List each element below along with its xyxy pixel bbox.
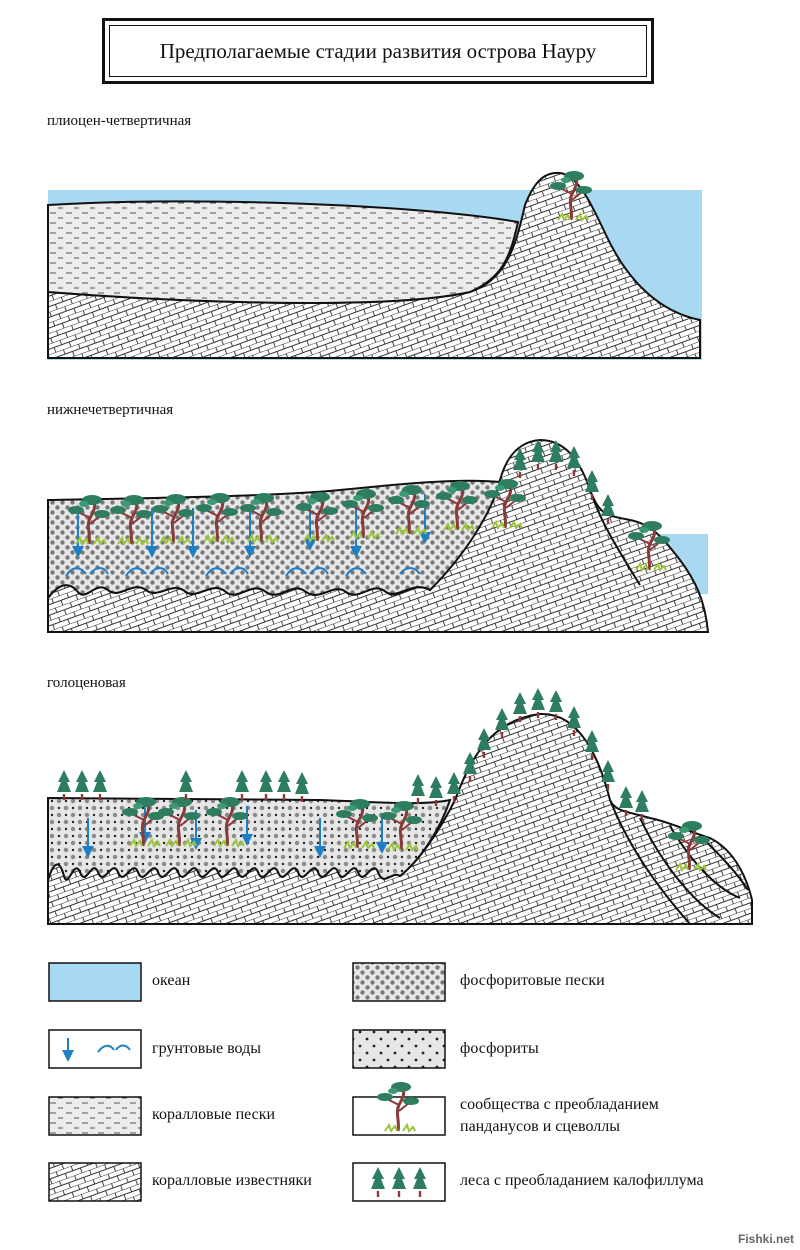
legend <box>48 962 446 1202</box>
watermark: Fishki.net <box>737 1232 794 1246</box>
phosphorite-layer <box>47 796 452 881</box>
legend-label-phosphorite: фосфориты <box>460 1040 539 1057</box>
calophyllum-tree-icon <box>75 770 89 800</box>
legend-swatch-phosphorite <box>352 1029 446 1069</box>
calophyllum-tree-icon <box>259 770 273 800</box>
legend-label-ocean: океан <box>152 972 191 989</box>
legend-label-phosphorite-sand: фосфоритовые пески <box>460 972 605 989</box>
stage-3-cross-section <box>47 688 753 925</box>
legend-label-coral-sand: коралловые пески <box>152 1106 276 1123</box>
groundwater-arrows <box>82 804 388 858</box>
calophyllum-tree-icon <box>93 770 107 800</box>
stage-1-cross-section <box>47 169 702 360</box>
legend-swatch-groundwater <box>48 1029 142 1069</box>
stage-2-cross-section <box>47 438 710 633</box>
legend-label-calophyllum: леса с преобладанием калофиллума <box>460 1172 704 1189</box>
legend-label-groundwater: грунтовые воды <box>152 1040 261 1057</box>
calophyllum-tree-icon <box>179 770 193 800</box>
legend-swatch-ocean <box>48 962 142 1002</box>
legend-label-pandanus: сообщества с преобладанием пандaнусов и … <box>460 1096 659 1135</box>
title-frame: Предполагаемые стадии развития острова Н… <box>102 18 654 84</box>
groundwater-arrows <box>65 494 431 577</box>
legend-swatch-phosphorite-sand <box>352 962 446 1002</box>
calophyllum-tree-icon <box>57 770 71 800</box>
calophyllum-tree-icon <box>277 770 291 800</box>
legend-swatch-coral-sand <box>48 1096 142 1136</box>
calophyllum-tree-icon <box>235 770 249 800</box>
calophyllum-tree-icon <box>411 774 425 804</box>
calophyllum-tree-icon <box>295 772 309 802</box>
legend-swatch-coral-limestone <box>48 1162 142 1202</box>
groundwater-arrow-icon <box>62 1038 131 1062</box>
stage-label-pliocene: плиоцен-четвертичная <box>47 113 192 129</box>
coral-sand-lagoon <box>47 200 520 304</box>
stage-label-holocene: голоценовая <box>47 675 126 691</box>
diagram-title: Предполагаемые стадии развития острова Н… <box>109 25 647 77</box>
stage-label-lower-quaternary: нижнечетвертичная <box>47 402 174 418</box>
legend-label-coral-limestone: коралловые известняки <box>152 1172 312 1189</box>
